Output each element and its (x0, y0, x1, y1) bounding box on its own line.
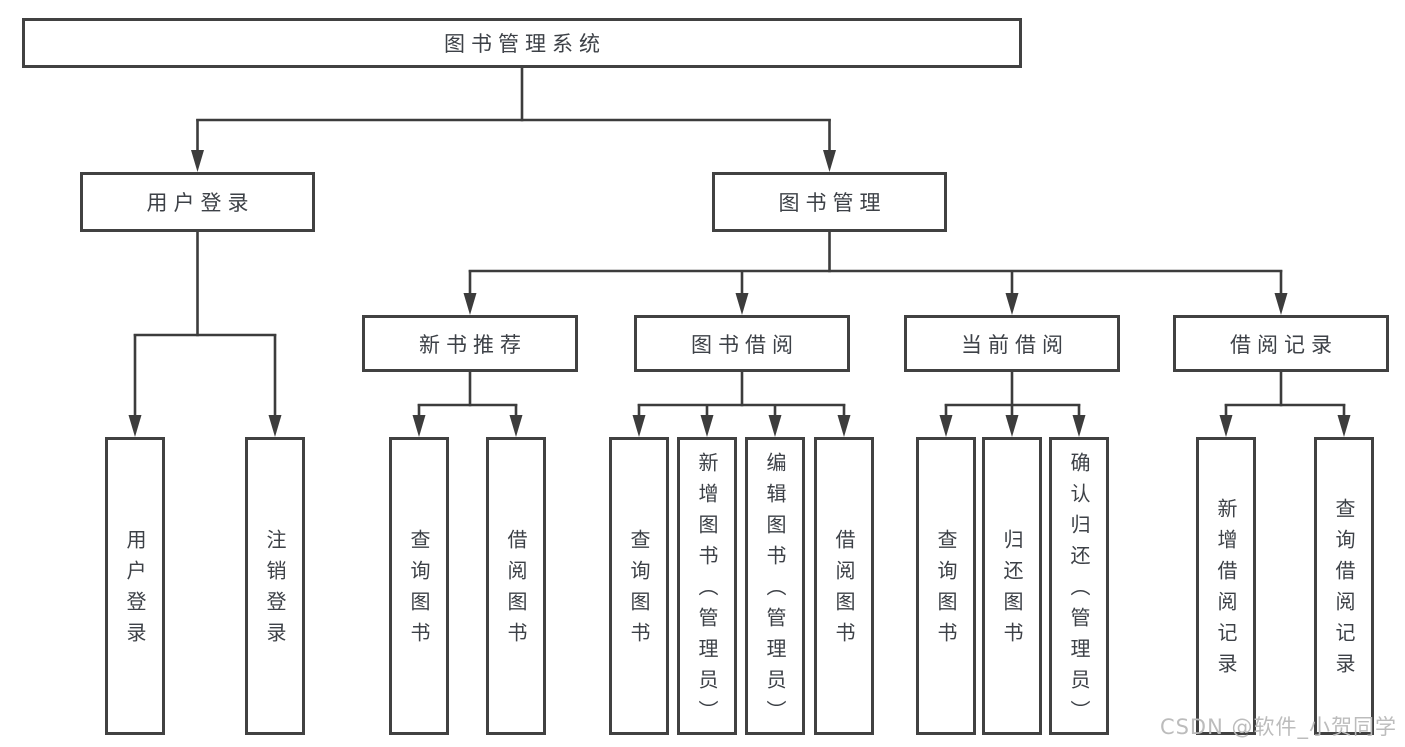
node-book-borrowing: 图书借阅 (634, 315, 850, 372)
node-add-borrow-record: 新增借阅记录 (1196, 437, 1256, 735)
node-current-borrowing: 当前借阅 (904, 315, 1120, 372)
node-edit-books-admin: 编辑图书（管理员） (745, 437, 805, 735)
csdn-watermark: CSDN @软件_小贺同学 (1159, 715, 1397, 739)
node-new-book-recommendation: 新书推荐 (362, 315, 578, 372)
node-query-borrow-record: 查询借阅记录 (1314, 437, 1374, 735)
node-return-books: 归还图书 (982, 437, 1042, 735)
node-borrowing-records: 借阅记录 (1173, 315, 1389, 372)
node-borrow-books-recommend: 借阅图书 (486, 437, 546, 735)
node-query-books-recommend: 查询图书 (389, 437, 449, 735)
node-borrow-books-leaf: 借阅图书 (814, 437, 874, 735)
node-library-management-system: 图书管理系统 (22, 18, 1022, 68)
node-query-books-current: 查询图书 (916, 437, 976, 735)
node-book-management: 图书管理 (712, 172, 947, 232)
node-user-login-leaf: 用户登录 (105, 437, 165, 735)
node-confirm-return-admin: 确认归还（管理员） (1049, 437, 1109, 735)
node-user-login: 用户登录 (80, 172, 315, 232)
node-query-books-borrow: 查询图书 (609, 437, 669, 735)
node-add-books-admin: 新增图书（管理员） (677, 437, 737, 735)
node-logout-leaf: 注销登录 (245, 437, 305, 735)
